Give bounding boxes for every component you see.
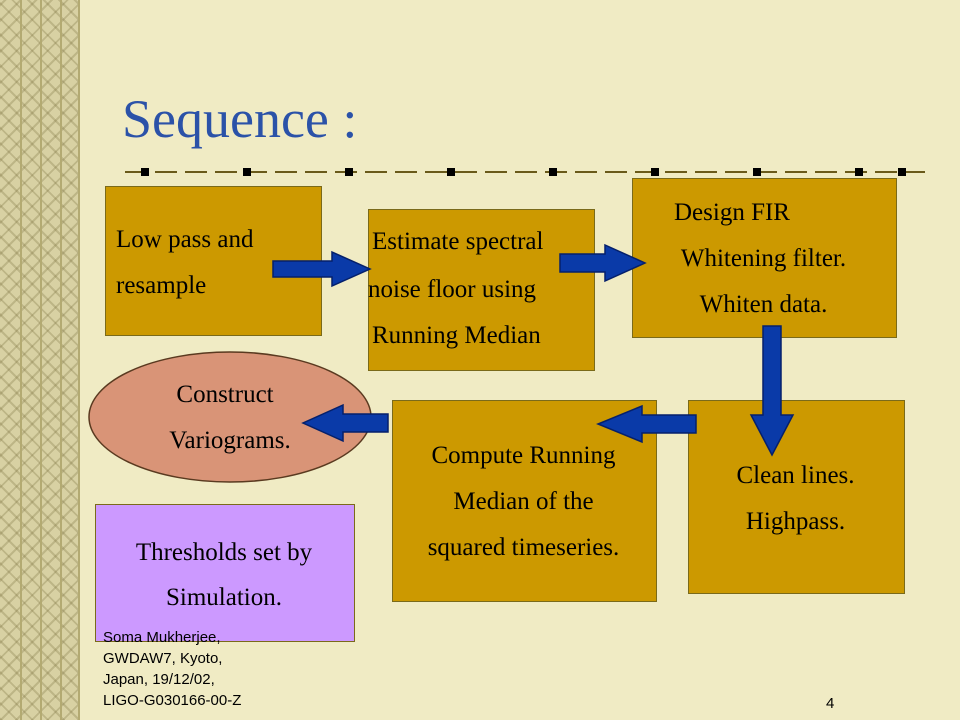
rule-marker bbox=[345, 168, 353, 176]
compute-running-median-line-2: Median of the bbox=[453, 488, 594, 515]
strip-divider bbox=[78, 0, 80, 720]
estimate-spectral-box bbox=[368, 209, 595, 371]
rule-marker bbox=[447, 168, 455, 176]
arrow-left-icon bbox=[301, 403, 389, 443]
design-fir-box bbox=[632, 178, 897, 338]
design-fir-line-3: Whiten data. bbox=[699, 291, 828, 318]
rule-marker bbox=[141, 168, 149, 176]
arrow-left-icon bbox=[596, 404, 697, 444]
strip-divider bbox=[60, 0, 62, 720]
footer-line: LIGO-G030166-00-Z bbox=[103, 692, 242, 709]
arrow-right-icon bbox=[272, 250, 372, 288]
slide-footer: Soma Mukherjee, GWDAW7, Kyoto, Japan, 19… bbox=[103, 627, 333, 711]
strip-divider bbox=[20, 0, 22, 720]
rule-marker bbox=[753, 168, 761, 176]
rule-marker bbox=[855, 168, 863, 176]
rule-marker bbox=[651, 168, 659, 176]
page-number: 4 bbox=[826, 695, 835, 712]
clean-lines-line-1: Clean lines. bbox=[736, 462, 855, 489]
thresholds-line-2: Simulation. bbox=[166, 584, 282, 611]
estimate-spectral-line-3: Running Median bbox=[372, 322, 541, 349]
strip-divider bbox=[40, 0, 42, 720]
footer-line: Soma Mukherjee, bbox=[103, 629, 221, 646]
rule-marker bbox=[898, 168, 906, 176]
design-fir-line-2: Whitening filter. bbox=[680, 245, 847, 272]
slide-title: Sequence : bbox=[122, 89, 358, 149]
compute-running-median-line-3: squared timeseries. bbox=[427, 534, 620, 561]
arrow-down-icon bbox=[749, 325, 795, 457]
footer-line: GWDAW7, Kyoto, bbox=[103, 650, 223, 667]
thresholds-line-1: Thresholds set by bbox=[135, 539, 313, 566]
construct-variograms-line-2: Variograms. bbox=[169, 427, 291, 454]
thresholds-box bbox=[95, 504, 355, 642]
clean-lines-box bbox=[688, 400, 905, 594]
estimate-spectral-line-1: Estimate spectral bbox=[372, 228, 544, 255]
compute-running-median-line-1: Compute Running bbox=[431, 442, 616, 469]
low-pass-line-1: Low pass and bbox=[116, 226, 254, 253]
footer-line: Japan, 19/12/02, bbox=[103, 671, 215, 688]
compute-running-median-box bbox=[392, 400, 657, 602]
arrow-right-icon bbox=[559, 243, 647, 283]
design-fir-line-1: Design FIR bbox=[674, 199, 790, 226]
clean-lines-line-2: Highpass. bbox=[745, 508, 846, 535]
rule-marker bbox=[549, 168, 557, 176]
low-pass-line-2: resample bbox=[116, 272, 207, 299]
construct-variograms-line-1: Construct bbox=[176, 381, 274, 408]
estimate-spectral-line-2: noise floor using bbox=[368, 276, 537, 303]
rule-marker bbox=[243, 168, 251, 176]
